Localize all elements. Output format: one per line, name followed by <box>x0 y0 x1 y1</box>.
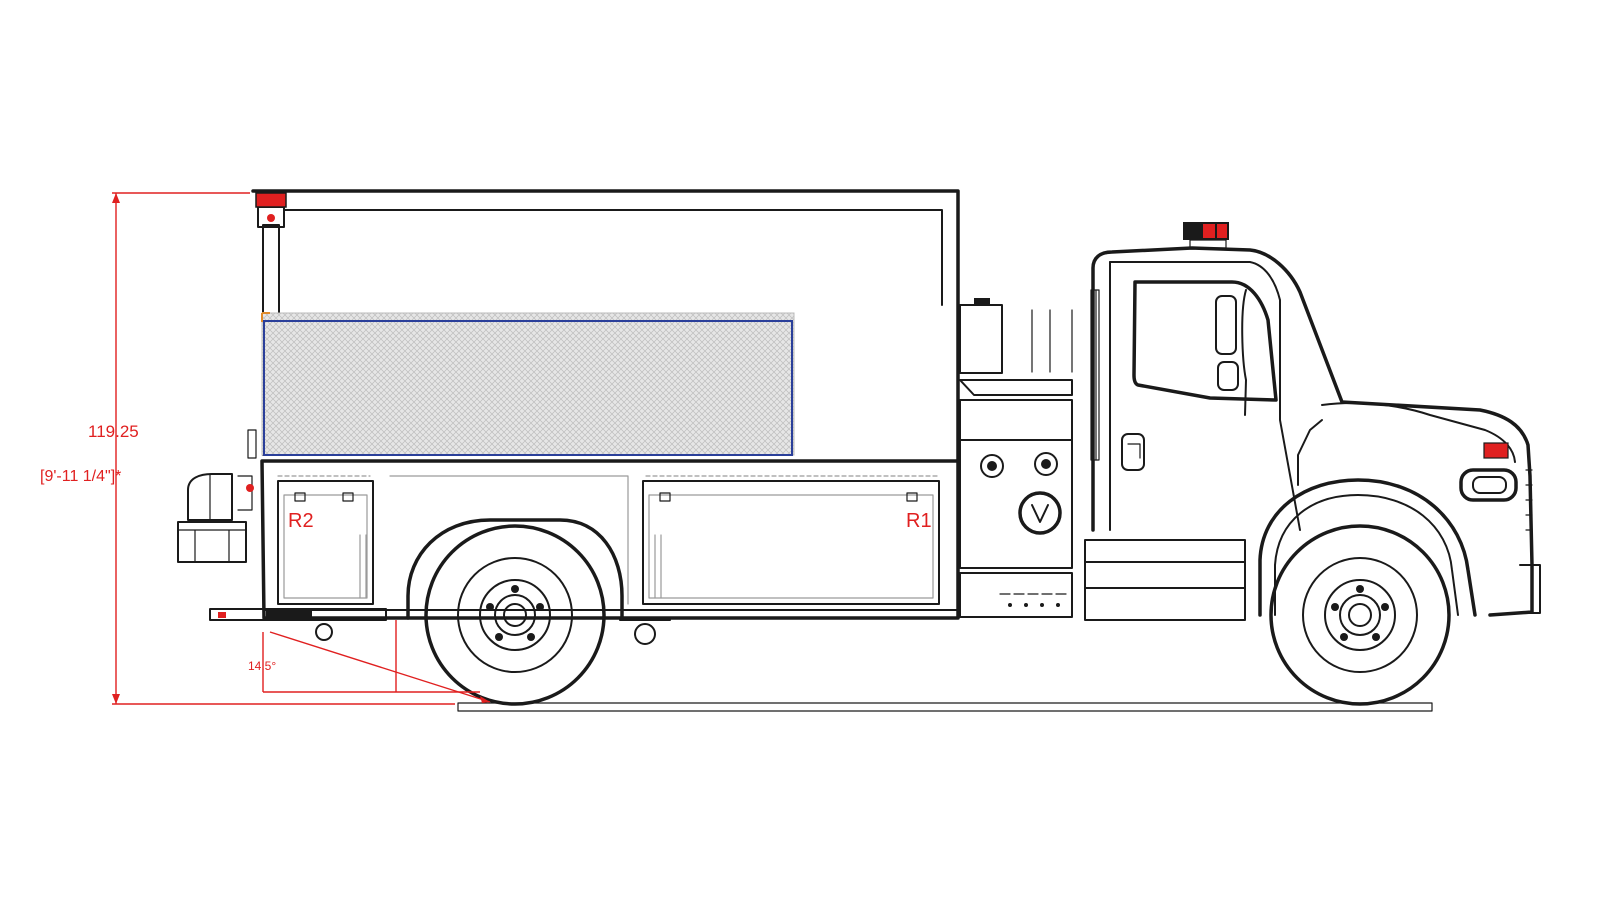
compartment-r2 <box>277 480 374 605</box>
compartment-label-r1: R1 <box>906 510 932 532</box>
compartment-r1 <box>642 480 940 605</box>
departure-angle-dimension <box>262 620 491 703</box>
overall-height-feet-inches: [9'-11 1/4"]* <box>40 468 121 485</box>
overall-height-dimension <box>112 192 455 705</box>
overall-height-inches: 119.25 <box>88 422 139 441</box>
rear-warning-light <box>255 192 287 208</box>
rear-wheel <box>424 524 606 706</box>
cab-warning-light <box>1203 224 1215 238</box>
ground-line <box>457 702 1433 712</box>
upper-body-frame <box>251 189 960 463</box>
compartment-label-r2: R2 <box>288 510 314 532</box>
rear-bumper <box>209 608 671 645</box>
departure-angle-value: 14.5° <box>248 659 276 673</box>
water-tank <box>261 312 795 456</box>
cab <box>1084 222 1541 621</box>
rear-fender <box>406 518 624 620</box>
pump-module <box>959 298 1073 618</box>
front-wheel <box>1269 524 1451 706</box>
lower-body <box>260 459 960 620</box>
rear-hose-reel <box>177 429 257 563</box>
